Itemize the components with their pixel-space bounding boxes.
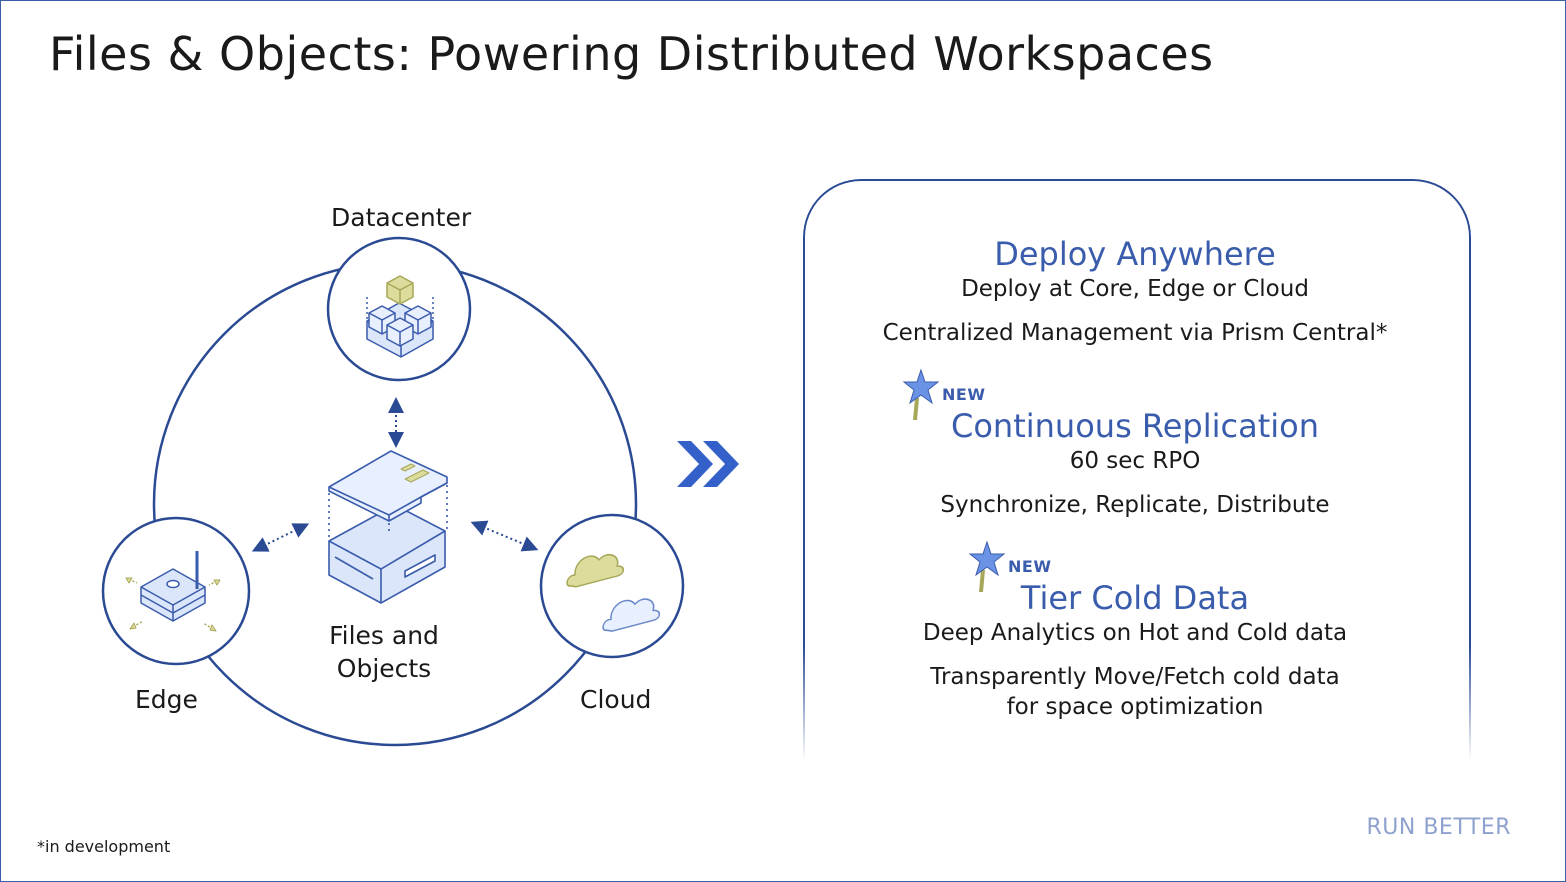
deploy-anywhere-heading: Deploy Anywhere: [994, 235, 1276, 273]
deploy-anywhere-line1: Deploy at Core, Edge or Cloud: [961, 276, 1309, 302]
datacenter-cubes-icon: [366, 275, 434, 358]
tier-cold-data-heading: Tier Cold Data: [1020, 579, 1250, 617]
double-chevron-right-icon: [677, 441, 739, 487]
new-badge: NEW: [942, 385, 986, 404]
datacenter-label: Datacenter: [331, 203, 472, 232]
arrow-edge: [251, 523, 310, 552]
files-objects-storage-icon: [328, 450, 448, 604]
star-wand-icon: [968, 540, 1006, 593]
features-panel: [803, 179, 1471, 761]
new-badge: NEW: [1008, 557, 1052, 576]
datacenter-node: [326, 236, 472, 382]
arrow-cloud: [470, 520, 539, 552]
edge-label: Edge: [135, 685, 198, 714]
brand-tagline: RUN BETTER: [1366, 815, 1511, 840]
cloud-node: [539, 513, 685, 659]
files-objects-label-line1: Files and: [329, 621, 439, 650]
page-title: Files & Objects: Powering Distributed Wo…: [49, 27, 1214, 81]
footnote: *in development: [37, 837, 171, 856]
distribution-diagram: [101, 236, 685, 747]
edge-node: [101, 516, 251, 666]
tier-cold-data-line2: Transparently Move/Fetch cold data: [930, 664, 1340, 690]
continuous-replication-line2: Synchronize, Replicate, Distribute: [940, 492, 1330, 518]
clouds-icon: [566, 553, 661, 632]
cloud-label: Cloud: [580, 685, 652, 714]
files-objects-label: Files and Objects: [291, 619, 477, 685]
tier-cold-data-line3: for space optimization: [1006, 694, 1264, 720]
continuous-replication-line1: 60 sec RPO: [1069, 448, 1201, 474]
star-wand-icon: [902, 368, 940, 421]
tier-cold-data-line1: Deep Analytics on Hot and Cold data: [922, 620, 1348, 646]
deploy-anywhere-line2: Centralized Management via Prism Central…: [882, 320, 1388, 346]
files-objects-label-line2: Objects: [336, 654, 432, 683]
edge-device-icon: [125, 551, 221, 632]
continuous-replication-heading: Continuous Replication: [951, 407, 1319, 445]
